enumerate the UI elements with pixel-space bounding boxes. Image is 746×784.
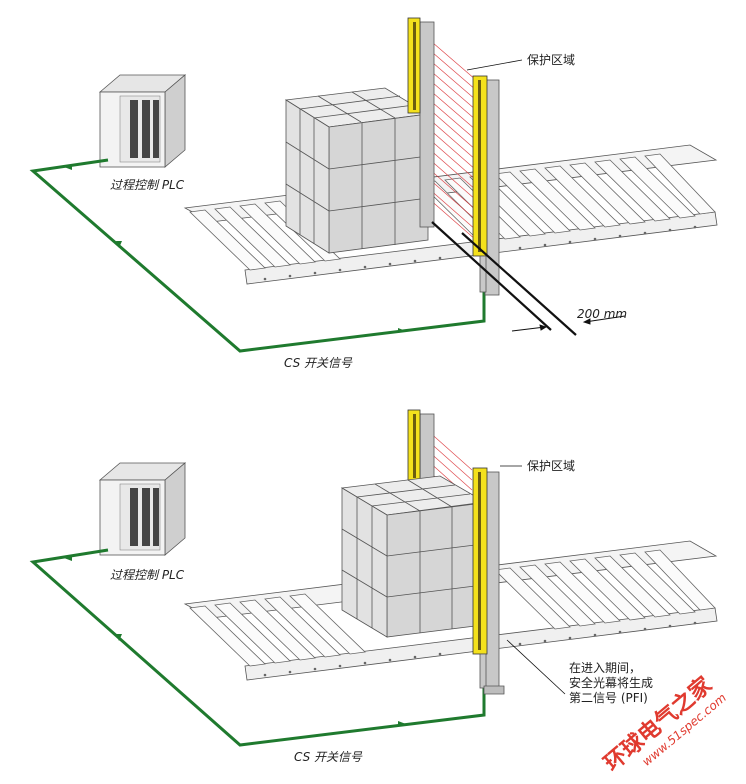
conveyor-top — [183, 144, 718, 285]
plc-label-top: 过程控制 PLC — [110, 178, 185, 192]
cs-signal-path-bottom — [29, 548, 486, 747]
bottom-scene: 过程控制 PLC CS 开关信号 — [29, 409, 718, 764]
curtain-receiver-bottom — [472, 467, 505, 695]
plc-label-bottom: 过程控制 PLC — [110, 568, 185, 582]
zone-label-top: 保护区域 — [527, 53, 575, 67]
plc-cabinet-bottom — [98, 462, 187, 556]
distance-marker-top — [431, 221, 577, 336]
pfi-note-line3: 第二信号 (PFI) — [569, 691, 648, 705]
pfi-note-line1: 在进入期间， — [569, 661, 641, 675]
cargo-box-top — [284, 87, 430, 254]
curtain-emitter-top — [407, 17, 435, 228]
pfi-note-line2: 安全光幕将生成 — [569, 675, 653, 690]
plc-cabinet-top — [98, 74, 187, 168]
cargo-box-bottom — [340, 475, 487, 638]
curtain-receiver-top — [472, 75, 500, 296]
cs-signal-label-top: CS 开关信号 — [284, 356, 353, 370]
zone-label-bottom: 保护区域 — [527, 459, 575, 473]
top-scene: 过程控制 PLC CS 开关信号 — [29, 17, 718, 370]
cs-signal-path-top — [29, 158, 486, 353]
cs-signal-label-bottom: CS 开关信号 — [294, 750, 363, 764]
distance-label-top: 200 mm — [577, 307, 627, 321]
